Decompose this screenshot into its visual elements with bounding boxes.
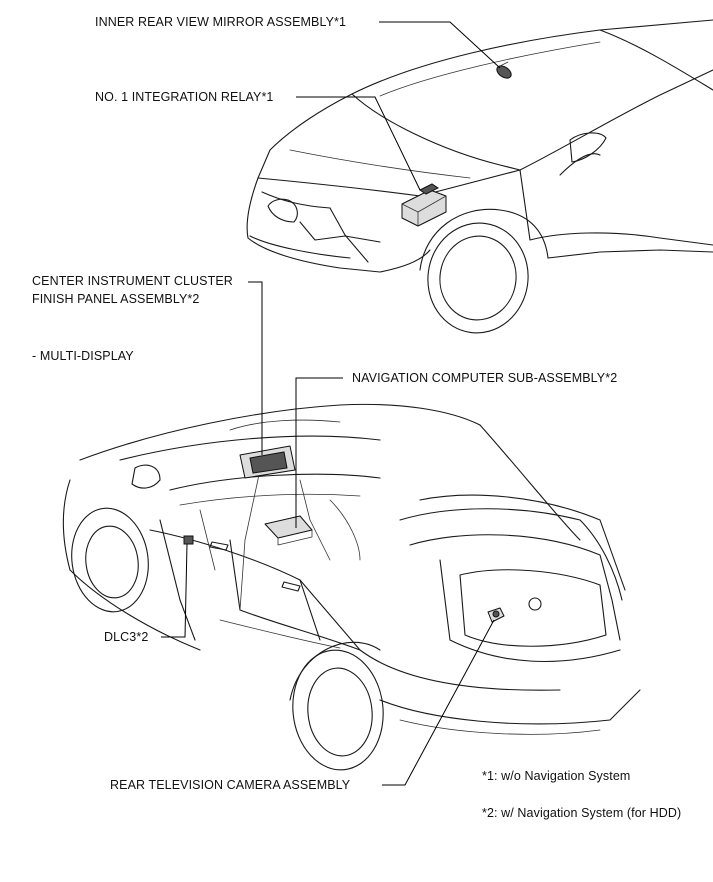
integration-relay-part (401, 183, 447, 227)
relay-label: NO. 1 INTEGRATION RELAY*1 (95, 90, 274, 104)
dlc3-part (183, 535, 194, 545)
rear-camera-part (487, 607, 505, 623)
leader-lines (161, 21, 501, 786)
front-vehicle-illustration (246, 19, 713, 334)
rear-vehicle-illustration (62, 403, 641, 771)
mirror-label: INNER REAR VIEW MIRROR ASSEMBLY*1 (95, 15, 347, 29)
navigation-computer-part (264, 515, 313, 546)
camera-label: REAR TELEVISION CAMERA ASSEMBLY (110, 778, 351, 792)
nav-computer-label: NAVIGATION COMPUTER SUB-ASSEMBLY*2 (352, 371, 618, 385)
multi-display-label: - MULTI-DISPLAY (32, 349, 134, 363)
note-1: *1: w/o Navigation System (482, 769, 631, 783)
dlc3-label: DLC3*2 (104, 630, 149, 644)
multi-display-part (239, 445, 296, 479)
cluster-label-line2: FINISH PANEL ASSEMBLY*2 (32, 292, 200, 306)
inner-mirror-part (496, 61, 512, 79)
note-2: *2: w/ Navigation System (for HDD) (482, 806, 682, 820)
cluster-label-line1: CENTER INSTRUMENT CLUSTER (32, 274, 233, 288)
